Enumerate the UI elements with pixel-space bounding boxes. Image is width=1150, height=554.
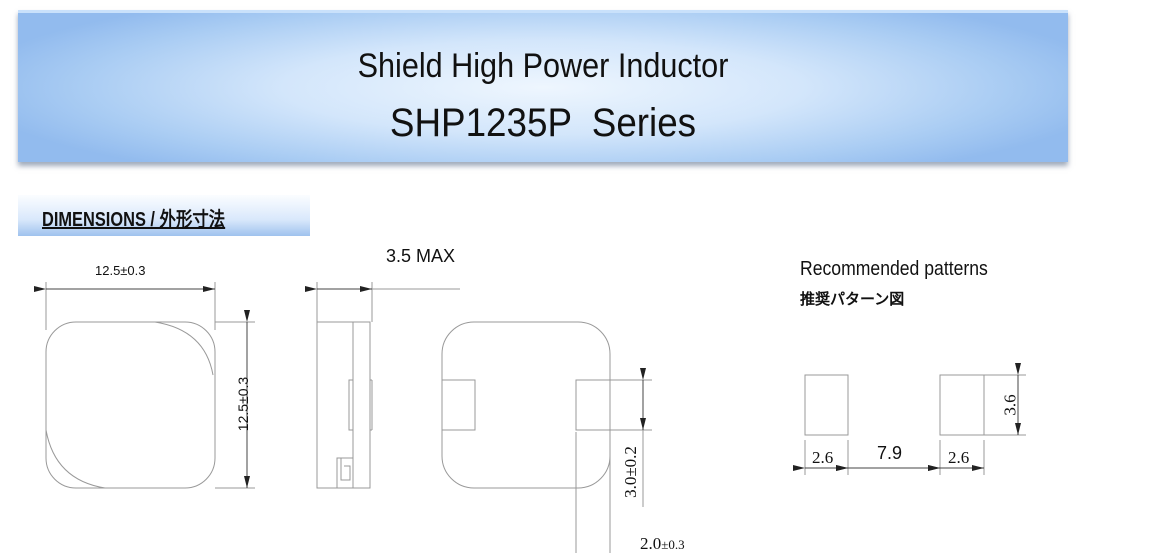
terminal-height-label: 3.0±0.2 bbox=[620, 446, 640, 498]
terminal-width-label: 2.0±0.3 bbox=[640, 534, 685, 554]
product-title: Shield High Power Inductor bbox=[357, 47, 729, 85]
recommended-patterns-subtitle: 推奨パターン図 bbox=[800, 291, 905, 308]
width-dimension-label: 12.5±0.3 bbox=[95, 263, 146, 278]
pad-gap-label: 7.9 bbox=[877, 443, 903, 463]
thickness-dimension-label: 3.5 MAX bbox=[386, 246, 456, 266]
section-header-dimensions: DIMENSIONS / 外形寸法 bbox=[18, 195, 310, 236]
title-banner: Shield High Power Inductor SHP1235P Seri… bbox=[18, 10, 1068, 162]
recommended-pattern-drawing bbox=[804, 374, 1026, 475]
pad-width-right-label: 2.6 bbox=[948, 448, 970, 467]
pad-width-left-label: 2.6 bbox=[812, 448, 834, 467]
bottom-view-drawing bbox=[441, 321, 652, 553]
recommended-patterns-title: Recommended patterns bbox=[800, 258, 988, 280]
product-series: SHP1235P Series bbox=[389, 101, 697, 145]
side-view-drawing bbox=[316, 282, 460, 489]
terminal-width-tolerance: ±0.3 bbox=[661, 537, 685, 552]
top-view-drawing bbox=[45, 282, 255, 489]
terminal-width-value: 2.0 bbox=[640, 534, 662, 553]
land-pad-right bbox=[939, 374, 985, 436]
section-title: DIMENSIONS / 外形寸法 bbox=[42, 209, 226, 231]
land-pad-left bbox=[804, 374, 849, 436]
height-dimension-label: 12.5±0.3 bbox=[235, 376, 252, 432]
pad-height-label: 3.6 bbox=[1000, 394, 1020, 416]
